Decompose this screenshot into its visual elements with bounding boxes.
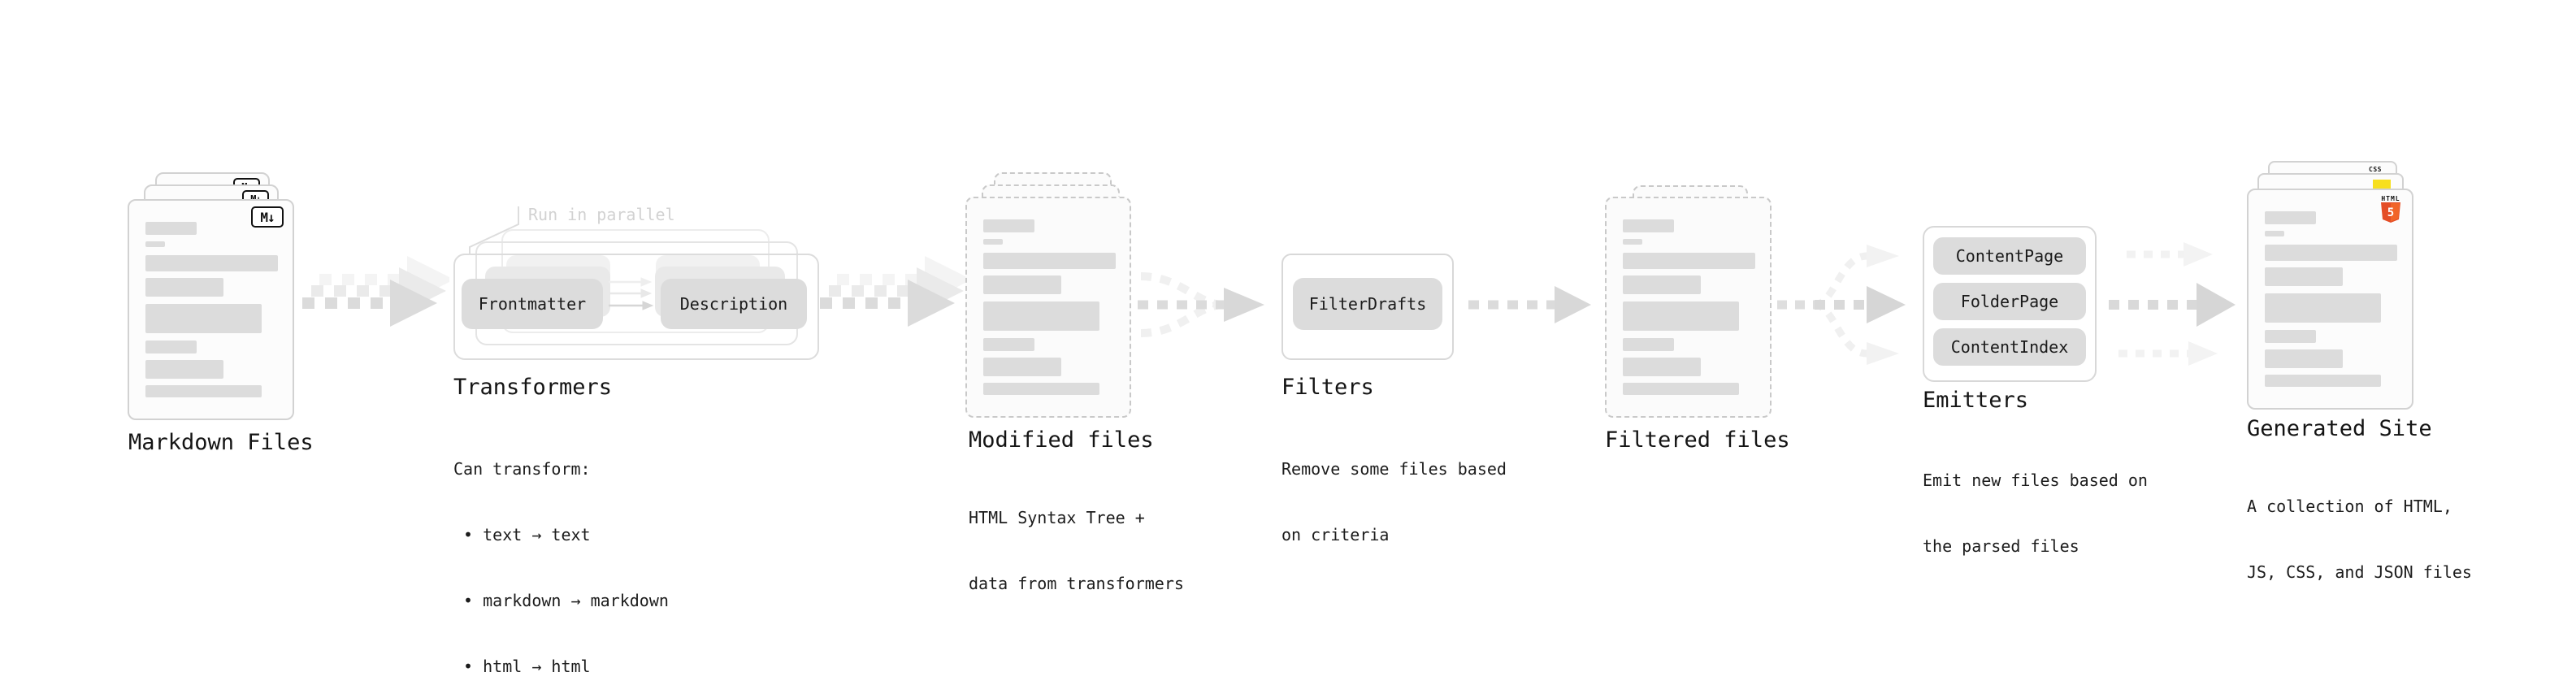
generated-site-label: Generated Site	[2247, 416, 2432, 441]
arrow-markdown-to-transformers	[302, 256, 449, 327]
document-skeleton-bars	[983, 219, 1116, 395]
generated-site-card: HTML 5	[2247, 189, 2413, 410]
emitters-description: Emit new files based on the parsed files	[1923, 471, 2148, 556]
run-in-parallel-leader-line	[469, 206, 519, 255]
arrow-transformers-to-modified	[820, 256, 967, 327]
generated-site-description: A collection of HTML, JS, CSS, and JSON …	[2247, 497, 2472, 582]
html5-icon: HTML 5	[2379, 195, 2402, 226]
javascript-icon	[2373, 180, 2391, 189]
filter-pill-filterdrafts: FilterDrafts	[1293, 278, 1442, 330]
filtered-files-label: Filtered files	[1605, 427, 1790, 453]
document-skeleton-bars	[1623, 219, 1755, 395]
emitters-label: Emitters	[1923, 388, 2029, 413]
emitter-pill-folderpage: FolderPage	[1933, 283, 2086, 320]
markdown-file-card: M↓	[128, 199, 294, 420]
arrow-modified-to-filters-merge	[1138, 272, 1264, 337]
parallel-flow-arrows	[609, 277, 654, 310]
document-skeleton-bars	[2265, 211, 2397, 387]
transformers-box	[453, 254, 819, 360]
transformers-description: Can transform: • text → text • markdown …	[453, 459, 669, 676]
filtered-file-card	[1605, 197, 1772, 418]
arrow-filtered-to-emitters-fork	[1777, 245, 1906, 365]
transformers-label: Transformers	[453, 375, 613, 400]
arrows-emitters-to-generated	[2109, 242, 2236, 366]
modified-files-label: Modified files	[969, 427, 1154, 453]
emitter-pill-contentindex: ContentIndex	[1933, 328, 2086, 366]
filters-description: Remove some files based on criteria	[1281, 459, 1507, 544]
document-skeleton-bars	[145, 222, 278, 397]
transformer-pill-frontmatter: Frontmatter	[462, 279, 603, 329]
markdown-files-label: Markdown Files	[128, 430, 314, 455]
modified-file-card	[965, 197, 1131, 418]
transformer-pill-description: Description	[661, 279, 807, 329]
markdown-icon: M↓	[251, 206, 284, 228]
filters-label: Filters	[1281, 375, 1374, 400]
run-in-parallel-annotation: Run in parallel	[528, 205, 675, 224]
svg-text:5: 5	[2387, 206, 2394, 219]
emitter-pill-contentpage: ContentPage	[1933, 237, 2086, 275]
arrow-filters-to-filtered	[1468, 286, 1591, 323]
modified-files-description: HTML Syntax Tree + data from transformer…	[969, 508, 1184, 593]
